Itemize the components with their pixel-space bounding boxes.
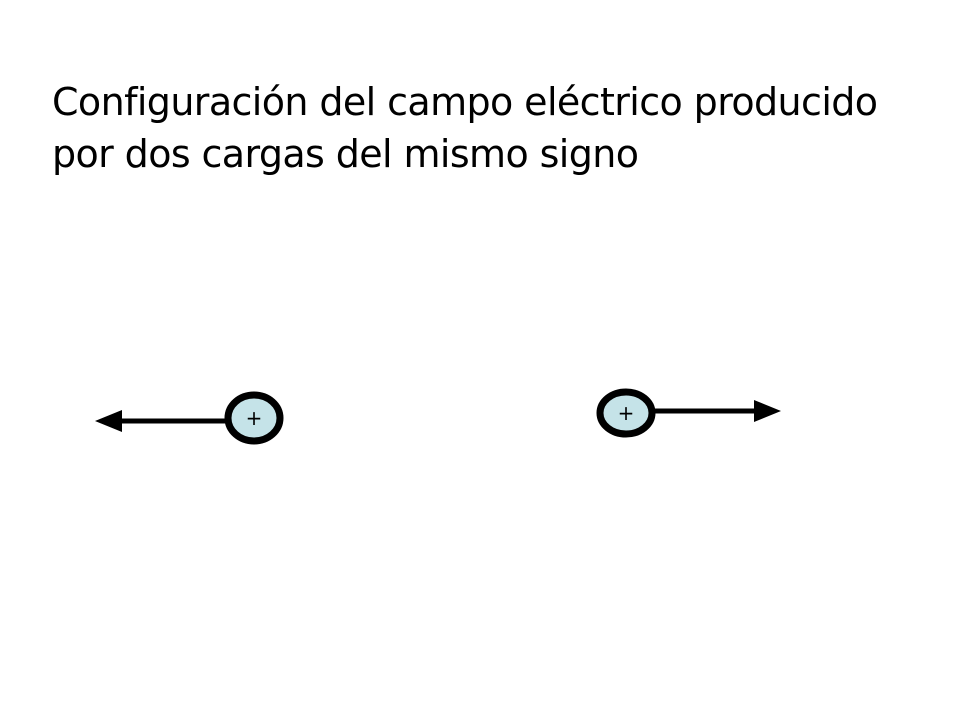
charge-left-sign: +: [246, 406, 263, 430]
charge-right-sign: +: [618, 401, 635, 425]
charge-right: +: [596, 388, 656, 438]
field-line-right-arrowhead: [754, 400, 781, 422]
field-line-left: [95, 410, 225, 432]
charge-left: +: [224, 391, 284, 445]
slide-title: Configuración del campo eléctrico produc…: [52, 76, 932, 180]
charge-right-circle: [596, 388, 656, 438]
title-line-1: Configuración del campo eléctrico produc…: [52, 80, 878, 124]
charge-left-circle: [224, 391, 284, 445]
field-line-left-arrowhead: [95, 410, 122, 432]
title-line-2: por dos cargas del mismo signo: [52, 132, 639, 176]
field-line-right: [652, 400, 781, 422]
